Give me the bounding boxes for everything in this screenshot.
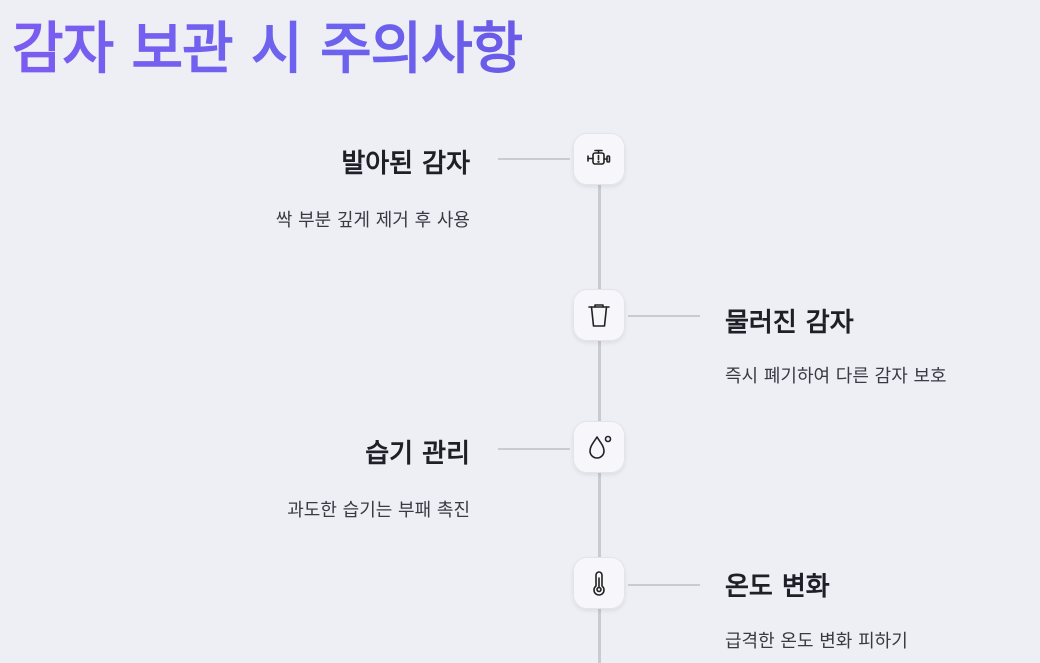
connector-2 (628, 315, 700, 317)
connector-4 (628, 584, 700, 586)
item-title-1: 발아된 감자 (341, 149, 470, 179)
timeline-node-2 (573, 289, 625, 341)
timeline-node-3 (573, 421, 625, 473)
item-desc-2: 즉시 폐기하여 다른 감자 보호 (725, 366, 947, 387)
thermometer-icon (593, 571, 605, 596)
timeline-node-1 (573, 133, 625, 185)
item-desc-3: 과도한 습기는 부패 촉진 (287, 500, 470, 521)
droplet-icon (589, 435, 612, 459)
item-title-2: 물러진 감자 (725, 308, 854, 338)
trash-icon (588, 304, 610, 327)
item-desc-1: 싹 부분 깊게 제거 후 사용 (275, 210, 470, 231)
item-desc-4: 급격한 온도 변화 피하기 (725, 631, 908, 652)
timeline-node-4 (573, 557, 625, 609)
page-title: 감자 보관 시 주의사항 (12, 17, 523, 82)
sprout-engine-icon (587, 149, 611, 165)
item-title-3: 습기 관리 (365, 439, 470, 469)
connector-3 (498, 448, 570, 450)
connector-1 (498, 158, 570, 160)
item-title-4: 온도 변화 (725, 572, 830, 602)
